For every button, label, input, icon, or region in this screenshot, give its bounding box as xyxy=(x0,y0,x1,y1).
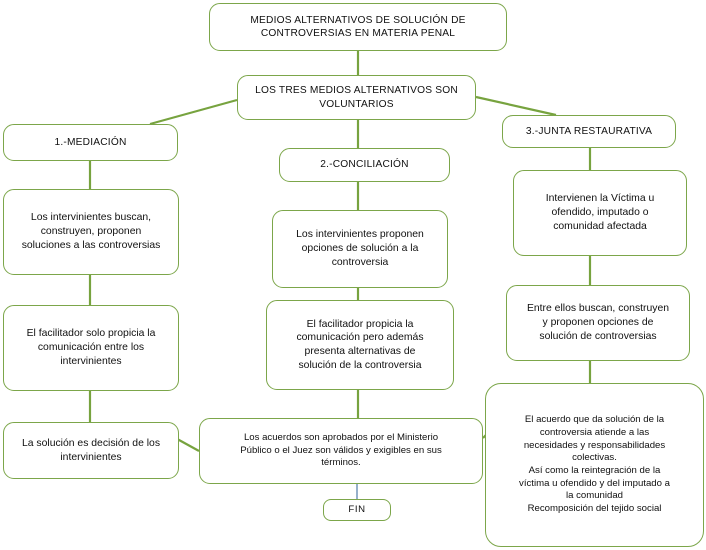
voluntary-means-node[interactable]: LOS TRES MEDIOS ALTERNATIVOS SON VOLUNTA… xyxy=(237,75,476,120)
mediation-step-1-node-label: Los intervinientes buscan, construyen, p… xyxy=(21,212,161,251)
restorative-step-1-node[interactable]: Intervienen la Víctima u ofendido, imput… xyxy=(513,170,687,256)
mediation-step-3-node-label: La solución es decisión de los intervini… xyxy=(21,437,161,463)
end-node[interactable]: FIN xyxy=(323,499,391,521)
edge-voluntarios-to-mediacion xyxy=(149,98,238,126)
mediation-step-2-node[interactable]: El facilitador solo propicia la comunica… xyxy=(3,305,179,391)
mediation-step-3-node[interactable]: La solución es decisión de los intervini… xyxy=(3,422,179,479)
mediation-heading-node-label: 1.-MEDIACIÓN xyxy=(54,136,127,148)
agreements-approved-node-label: Los acuerdos son aprobados por el Minist… xyxy=(240,432,442,469)
restorative-step-1-node-label: Intervienen la Víctima u ofendido, imput… xyxy=(545,193,655,232)
conciliation-heading-node[interactable]: 2.-CONCILIACIÓN xyxy=(279,148,450,182)
edge-voluntarios-to-junta xyxy=(475,95,557,117)
agreements-approved-node[interactable]: Los acuerdos son aprobados por el Minist… xyxy=(199,418,483,484)
restorative-step-2-node[interactable]: Entre ellos buscan, construyen y propone… xyxy=(506,285,690,361)
conciliation-heading-node-label: 2.-CONCILIACIÓN xyxy=(320,159,409,171)
end-node-label: FIN xyxy=(348,503,366,515)
conciliation-step-2-node[interactable]: El facilitador propicia la comunicación … xyxy=(266,300,454,390)
restorative-step-2-node-label: Entre ellos buscan, construyen y propone… xyxy=(526,303,670,342)
conciliation-step-1-node-label: Los intervinientes proponen opciones de … xyxy=(296,229,424,268)
mediation-step-1-node[interactable]: Los intervinientes buscan, construyen, p… xyxy=(3,189,179,275)
voluntary-means-node-label: LOS TRES MEDIOS ALTERNATIVOS SON VOLUNTA… xyxy=(255,85,458,110)
restorative-agreement-node-label: El acuerdo que da solución de la controv… xyxy=(519,414,670,514)
restorative-board-heading-node-label: 3.-JUNTA RESTAURATIVA xyxy=(525,125,653,137)
root-title-node[interactable]: MEDIOS ALTERNATIVOS DE SOLUCIÓN DE CONTR… xyxy=(209,3,507,51)
root-title-node-label: MEDIOS ALTERNATIVOS DE SOLUCIÓN DE CONTR… xyxy=(250,14,466,39)
restorative-board-heading-node[interactable]: 3.-JUNTA RESTAURATIVA xyxy=(502,115,676,148)
conciliation-step-1-node[interactable]: Los intervinientes proponen opciones de … xyxy=(272,210,448,288)
conciliation-step-2-node-label: El facilitador propicia la comunicación … xyxy=(296,318,424,371)
restorative-agreement-node[interactable]: El acuerdo que da solución de la controv… xyxy=(485,383,704,547)
mediation-heading-node[interactable]: 1.-MEDIACIÓN xyxy=(3,124,178,161)
mediation-step-2-node-label: El facilitador solo propicia la comunica… xyxy=(26,328,156,367)
